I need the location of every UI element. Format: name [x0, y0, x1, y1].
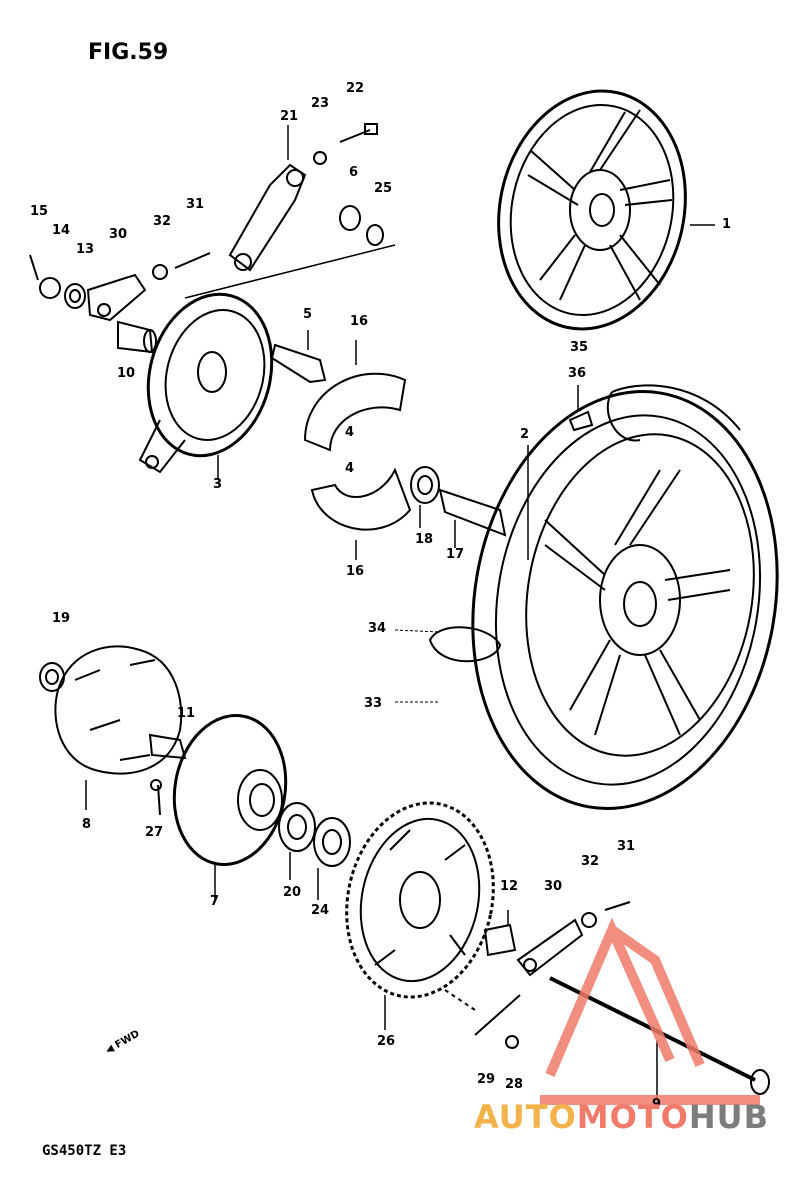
part-number-label: 1 [722, 217, 732, 232]
part-number-label: 17 [446, 547, 465, 562]
model-code: GS450TZ E3 [42, 1143, 127, 1159]
part-number-label: 29 [477, 1072, 496, 1087]
part-number-label: 32 [153, 214, 172, 229]
part-number-label: 24 [311, 903, 330, 918]
part-number-label: 26 [377, 1034, 396, 1049]
part-number-label: 11 [177, 706, 196, 721]
part-number-label: 8 [82, 817, 92, 832]
right-axle-hardware [444, 901, 631, 1049]
rear-wheel-rim [497, 89, 715, 331]
triangle-logo-icon [540, 917, 760, 1105]
brake-cam [270, 330, 327, 384]
rear-tire-wheel [471, 384, 779, 810]
part-number-label: 2 [520, 427, 530, 442]
part-number-label: 21 [280, 109, 299, 124]
part-number-label: 27 [145, 825, 164, 840]
part-number-label: 25 [374, 181, 393, 196]
part-number-label: 13 [76, 242, 95, 257]
watermark-part2: MOTO [576, 1098, 689, 1136]
part-number-label: 32 [581, 854, 600, 869]
part-number-label: 31 [186, 197, 205, 212]
part-number-label: 34 [368, 621, 387, 636]
part-number-label: 3 [213, 477, 223, 492]
rear-sprocket [345, 801, 495, 1030]
part-number-label: 28 [505, 1077, 524, 1092]
part-number-label: 23 [311, 96, 330, 111]
watermark-text: AUTOMOTOHUB [474, 1098, 769, 1136]
part-number-label: 30 [109, 227, 128, 242]
spacer-and-bearing [410, 466, 507, 548]
part-number-label: 14 [52, 223, 71, 238]
part-number-label: 19 [52, 611, 71, 626]
part-number-label: 20 [283, 885, 302, 900]
collar-and-bolt [148, 733, 187, 816]
part-number-label: 16 [346, 564, 365, 579]
cush-drive-damper [39, 645, 183, 810]
part-number-label: 4 [345, 425, 355, 440]
part-number-label: 15 [30, 204, 49, 219]
part-number-label: 6 [349, 165, 359, 180]
part-number-label: 5 [303, 307, 313, 322]
part-number-label: 33 [364, 696, 383, 711]
part-number-label: 4 [345, 461, 355, 476]
brake-shoes [303, 340, 412, 560]
part-number-label: 18 [415, 532, 434, 547]
part-number-label: 12 [500, 879, 519, 894]
brake-panel [138, 292, 274, 480]
torque-link [184, 123, 396, 299]
bearings [278, 802, 351, 900]
part-number-label: 36 [568, 366, 587, 381]
part-number-label: 35 [570, 340, 589, 355]
part-number-label: 22 [346, 81, 365, 96]
watermark-part1: AUTO [474, 1098, 577, 1136]
part-number-label: 16 [350, 314, 369, 329]
part-number-label: 30 [544, 879, 563, 894]
sprocket-mounting-drum [172, 714, 288, 900]
part-number-label: 31 [617, 839, 636, 854]
part-number-label: 9 [652, 1097, 662, 1112]
part-number-label: 7 [210, 894, 220, 909]
part-number-label: 10 [117, 366, 136, 381]
left-axle-hardware [29, 252, 211, 354]
watermark-part3: HUB [688, 1098, 770, 1136]
figure-title: FIG.59 [88, 40, 169, 65]
